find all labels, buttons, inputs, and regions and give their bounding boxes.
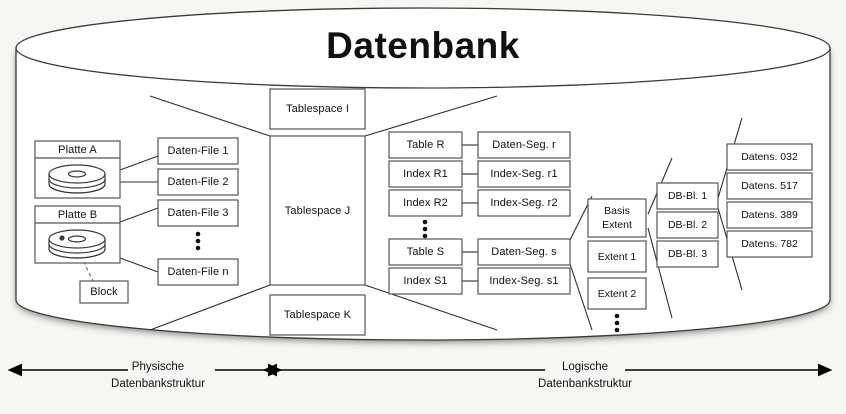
box-extent-1 (587, 240, 647, 273)
box-daten-file-1 (157, 137, 239, 165)
box-daten-file-3 (157, 199, 239, 227)
vertical-ellipsis-data-files (195, 231, 201, 251)
box-table-r (388, 131, 463, 159)
connector-lines-physical (119, 95, 271, 331)
disk-box-platte-a (34, 140, 121, 199)
box-index-seg-s1 (477, 267, 571, 295)
disk-box-platte-b (34, 205, 121, 264)
box-datens-782 (726, 230, 813, 258)
box-db-bl-3 (656, 240, 719, 268)
box-tablespace-k (269, 294, 366, 336)
diagram-boxes (34, 88, 813, 336)
box-daten-file-n (157, 258, 239, 286)
box-db-bl-1 (656, 182, 719, 210)
box-table-s (388, 238, 463, 266)
box-extent-2 (587, 277, 647, 310)
box-datens-517 (726, 172, 813, 200)
box-tablespace-j (269, 135, 366, 286)
box-index-r1 (388, 160, 463, 188)
box-index-r2 (388, 189, 463, 217)
connector-lines-object-segment (462, 144, 478, 282)
disk-platter-icon-b (48, 229, 106, 259)
disk-platter-icon-a (48, 164, 106, 194)
box-daten-seg-s (477, 238, 571, 266)
box-datens-032 (726, 143, 813, 171)
box-block (79, 280, 129, 304)
box-basis-extent (587, 198, 647, 238)
vertical-ellipsis-extents (614, 313, 620, 333)
connector-lines-tablespace (364, 95, 498, 331)
box-datens-389 (726, 201, 813, 229)
box-db-bl-2 (656, 211, 719, 239)
box-index-seg-r2 (477, 189, 571, 217)
box-index-seg-r1 (477, 160, 571, 188)
box-tablespace-i (269, 88, 366, 130)
box-daten-seg-r (477, 131, 571, 159)
box-daten-file-2 (157, 168, 239, 196)
vertical-ellipsis-objects (422, 219, 428, 239)
box-index-s1 (388, 267, 463, 295)
